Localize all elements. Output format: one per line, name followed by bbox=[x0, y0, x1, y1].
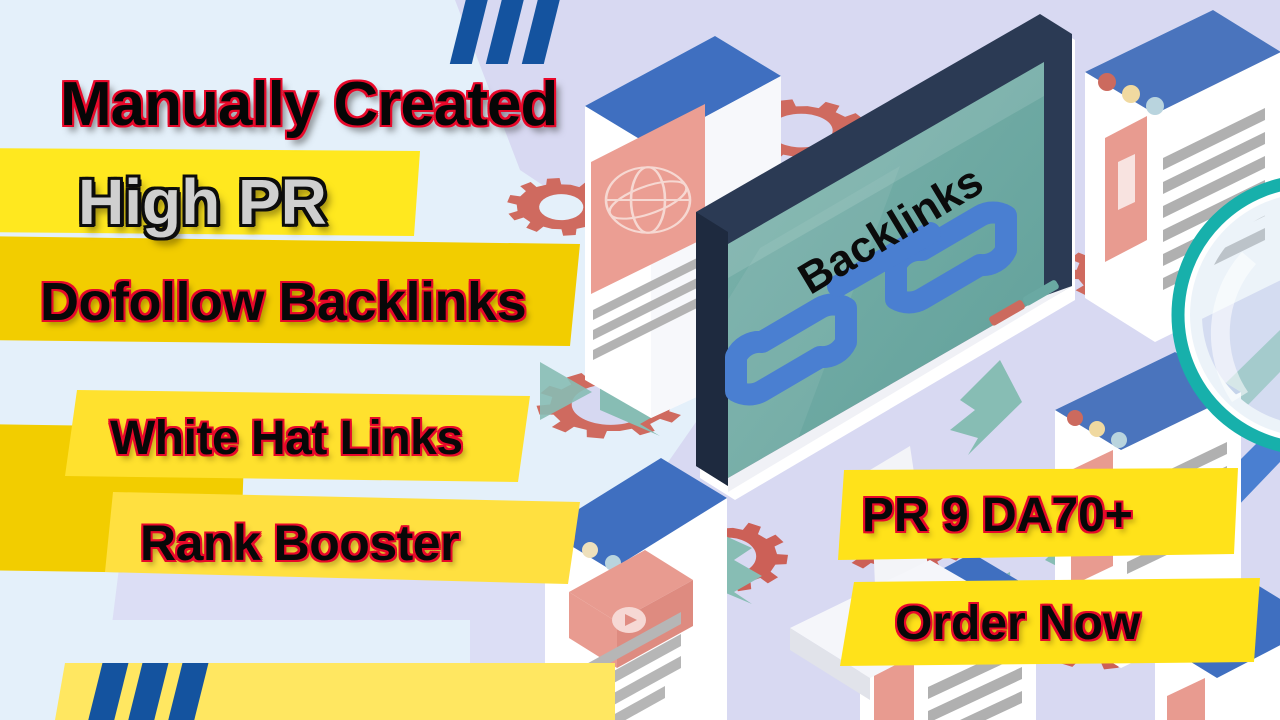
stripe-bar bbox=[485, 0, 525, 64]
gear-icon bbox=[726, 95, 876, 168]
arrow-icon bbox=[540, 362, 592, 420]
backlinks-monitor bbox=[696, 14, 1075, 700]
subhead-high-pr: High PR bbox=[78, 166, 327, 238]
video-thumb bbox=[569, 550, 693, 622]
arrow-icon bbox=[950, 360, 1022, 455]
banner-band-rank-booster bbox=[105, 492, 580, 584]
gear-icon bbox=[497, 172, 626, 242]
globe-icon bbox=[604, 166, 692, 234]
window-dot-blue bbox=[1146, 97, 1164, 115]
banner-band-dofollow bbox=[0, 236, 580, 346]
cta-order-now-label[interactable]: Order Now bbox=[895, 597, 1141, 650]
banner-band-pr-badge[interactable] bbox=[838, 468, 1238, 560]
stripe-bar bbox=[127, 663, 169, 720]
feature-rank-booster: Rank Booster bbox=[140, 515, 460, 571]
decor-stripes-bottom bbox=[87, 663, 209, 720]
magnifying-glass-icon bbox=[1171, 178, 1280, 452]
banner-band-high-pr bbox=[0, 148, 420, 236]
headline-dofollow-backlinks: Dofollow Backlinks bbox=[40, 272, 527, 332]
headline-manually-created: Manually Created bbox=[60, 70, 558, 139]
banner-band-white-hat bbox=[65, 390, 530, 482]
status-bar-red bbox=[989, 300, 1025, 326]
window-dot-yellow bbox=[1122, 85, 1140, 103]
window-dot-red bbox=[1098, 73, 1116, 91]
feature-white-hat-links: White Hat Links bbox=[110, 412, 463, 465]
chain-link-icon bbox=[725, 201, 1017, 406]
badge-pr-da-metric: PR 9 DA70+ bbox=[862, 489, 1133, 542]
status-bar-teal bbox=[1023, 280, 1059, 306]
decor-stripes-top bbox=[449, 0, 561, 64]
banner-band-order-cta[interactable] bbox=[840, 578, 1260, 666]
play-button-icon bbox=[612, 607, 646, 633]
